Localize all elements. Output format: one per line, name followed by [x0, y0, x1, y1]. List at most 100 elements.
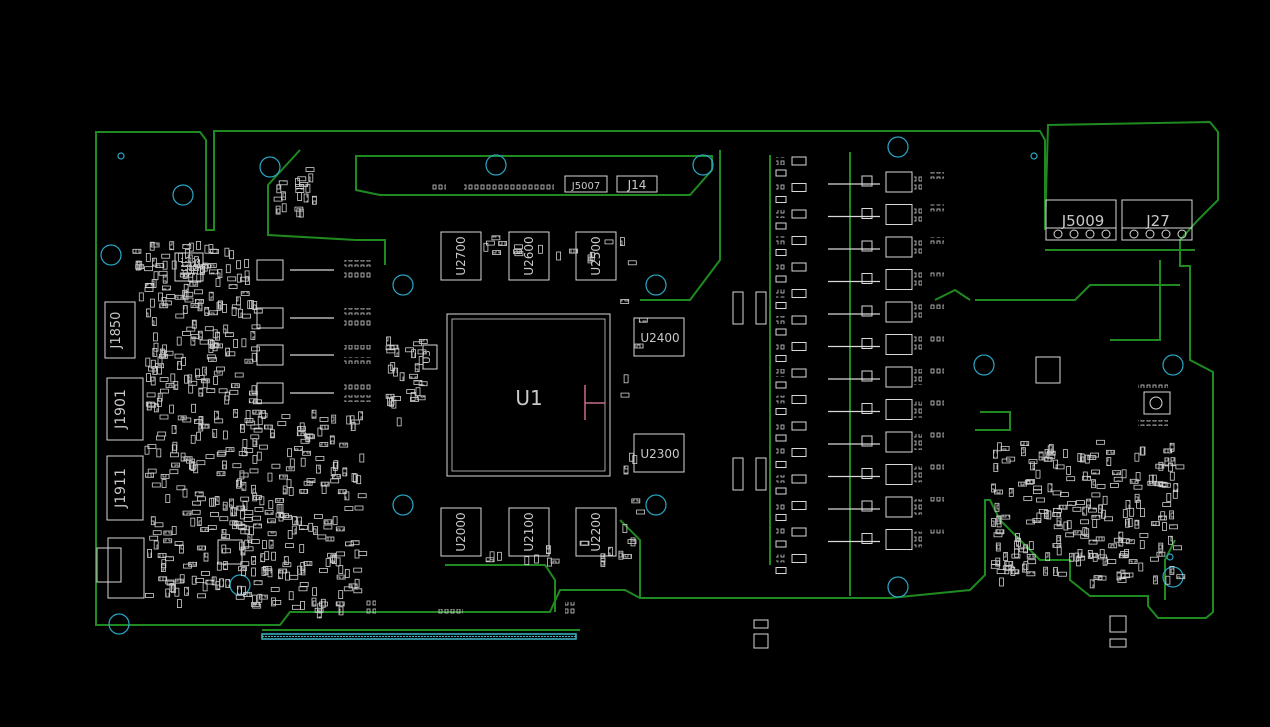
passive — [254, 506, 264, 512]
passive — [231, 306, 237, 316]
gpu-u1[interactable]: U1 — [446, 313, 611, 477]
vrm-cap — [914, 304, 922, 320]
passive — [213, 410, 219, 420]
passive — [216, 561, 222, 571]
passive — [148, 366, 157, 372]
passive — [149, 535, 159, 541]
passive — [241, 338, 247, 348]
passive — [215, 581, 221, 591]
passive — [1000, 445, 1010, 451]
passive — [195, 368, 200, 378]
passive — [228, 284, 238, 290]
passive — [546, 545, 551, 555]
passive — [235, 296, 241, 306]
passive — [1044, 449, 1050, 458]
vrm-resistor — [930, 432, 944, 439]
connector-j1911[interactable]: J1911 — [106, 455, 144, 521]
passive — [389, 344, 399, 350]
passive — [320, 598, 326, 608]
mem-chip-u2100[interactable]: U2100 — [508, 507, 550, 557]
connector-j5007[interactable]: J5007 — [564, 175, 608, 193]
passive — [251, 324, 261, 330]
connector-j1850[interactable]: J1850 — [104, 301, 136, 359]
passive — [1069, 552, 1074, 562]
passive — [191, 403, 197, 413]
mem-chip-u2000[interactable]: U2000 — [440, 507, 482, 557]
passive — [156, 448, 162, 458]
connector-j27[interactable]: J27 — [1121, 199, 1193, 241]
passive — [1112, 470, 1121, 476]
passive-pad — [791, 448, 807, 457]
mem-chip-u2700[interactable]: U2700 — [440, 231, 482, 281]
passive — [281, 203, 287, 213]
passive — [236, 260, 242, 270]
passive — [299, 422, 305, 432]
passive — [993, 449, 998, 459]
passive — [204, 306, 210, 316]
passive — [159, 414, 169, 420]
passive — [300, 457, 306, 467]
inductor — [732, 457, 744, 491]
mem-chip-u2400[interactable]: U2400 — [633, 317, 685, 357]
passive — [1063, 449, 1068, 459]
passive — [217, 269, 223, 278]
passive — [623, 554, 632, 559]
passive — [323, 519, 333, 525]
passive — [181, 330, 191, 336]
passive — [1080, 519, 1089, 525]
passive — [283, 514, 293, 520]
mem-chip-u2500[interactable]: U2500 — [575, 231, 617, 281]
passive — [239, 276, 249, 282]
passive — [241, 447, 247, 457]
passive — [354, 578, 360, 588]
vrm-cap — [914, 466, 922, 483]
left-vrm-stage — [256, 259, 284, 281]
vrm-resistor — [930, 464, 944, 472]
connector-j1901[interactable]: J1901 — [106, 377, 144, 441]
connector-j14[interactable]: J14 — [616, 175, 658, 193]
passive — [283, 556, 289, 565]
passive — [149, 298, 155, 308]
mem-chip-u2300[interactable]: U2300 — [633, 433, 685, 473]
passive — [271, 551, 277, 561]
passive — [1139, 540, 1145, 549]
passive-pair — [776, 236, 786, 245]
passive-pad — [791, 156, 807, 166]
vrm-resistor — [930, 204, 944, 212]
passive — [252, 438, 258, 448]
passive — [240, 496, 250, 502]
passive — [196, 517, 202, 526]
passive — [207, 356, 217, 362]
passive — [253, 427, 263, 433]
passive — [196, 460, 206, 466]
left-resistor — [344, 357, 372, 364]
passive — [243, 517, 253, 522]
passive — [1008, 487, 1014, 497]
passive — [176, 599, 182, 608]
passive — [313, 514, 323, 519]
passive — [1058, 571, 1067, 577]
passive-pad — [791, 315, 807, 325]
connector-j5009[interactable]: J5009 — [1045, 199, 1117, 241]
passive — [325, 558, 331, 567]
passive — [631, 498, 641, 504]
vrm-cap — [914, 531, 922, 548]
pcie-edge-connector[interactable] — [261, 633, 577, 640]
passive — [253, 523, 263, 529]
passive — [162, 344, 168, 354]
passive — [144, 445, 150, 455]
passive — [1023, 561, 1029, 571]
passive — [222, 548, 232, 554]
ic-u30[interactable] — [1138, 382, 1171, 426]
passive — [1021, 447, 1026, 457]
vrm-stage — [885, 204, 913, 225]
mem-chip-u2600[interactable]: U2600 — [508, 231, 550, 281]
passive — [394, 348, 400, 358]
passive — [1134, 452, 1140, 462]
passive — [251, 385, 257, 395]
passive — [251, 556, 257, 565]
mem-chip-u2200[interactable]: U2200 — [575, 507, 617, 557]
passive — [1168, 462, 1173, 472]
passive — [150, 242, 160, 248]
